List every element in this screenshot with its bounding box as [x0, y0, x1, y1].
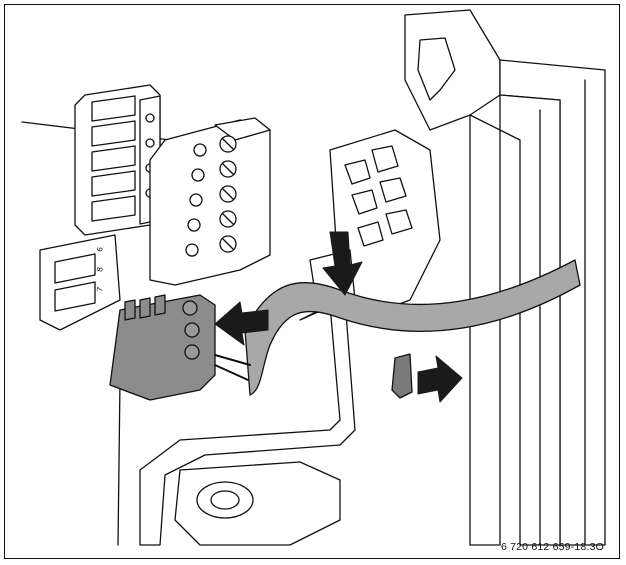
mounting-bracket [139, 299, 356, 546]
terminal-block-left: 6 8 7 [39, 84, 161, 331]
connector-plug [109, 294, 251, 401]
arrow-left-icon [214, 301, 269, 346]
terminal-label-7: 7 [95, 286, 105, 292]
terminal-block-center [149, 117, 271, 286]
retaining-clip [391, 353, 413, 399]
arrow-right-icon [417, 355, 463, 403]
cable [244, 259, 581, 396]
housing-frame [404, 9, 606, 546]
figure-code: 6 720 612 659-18.3O [500, 541, 604, 553]
arrow-down-icon [322, 231, 363, 296]
terminal-label-6: 6 [95, 246, 105, 252]
reference-line-vertical [117, 379, 121, 546]
terminal-label-8: 8 [95, 266, 105, 272]
